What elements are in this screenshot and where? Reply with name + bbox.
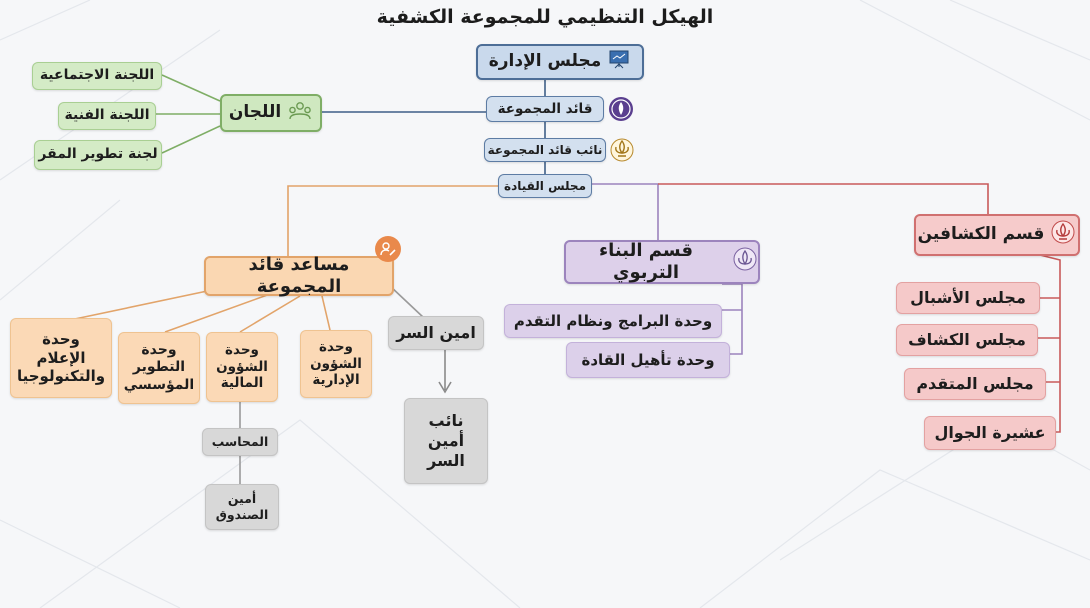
secretary-arrow-line bbox=[438, 350, 452, 394]
media-tech-node[interactable]: وحدة الإعلام والتكنولوجيا bbox=[10, 318, 112, 398]
social-committee-node[interactable]: اللجنة الاجتماعية bbox=[32, 62, 162, 90]
development-node[interactable]: وحدة التطوير المؤسسي bbox=[118, 332, 200, 404]
hq-committee-node[interactable]: لجنة تطوير المقر bbox=[34, 140, 162, 170]
page-title: الهيكل التنظيمي للمجموعة الكشفية bbox=[376, 6, 714, 28]
advanced-council-node[interactable]: مجلس المتقدم bbox=[904, 368, 1046, 400]
leaders-unit-node[interactable]: وحدة تأهيل القادة bbox=[566, 342, 730, 378]
technical-committee-node[interactable]: اللجنة الفنية bbox=[58, 102, 156, 130]
education-branch-line bbox=[592, 183, 659, 240]
programs-unit-node[interactable]: وحدة البرامج ونظام التقدم bbox=[504, 304, 722, 338]
cubs-council-node[interactable]: مجلس الأشبال bbox=[896, 282, 1040, 314]
scouts-branch-line bbox=[658, 183, 989, 214]
scouts-council-node[interactable]: مجلس الكشاف bbox=[896, 324, 1038, 356]
education-children-lines bbox=[722, 283, 743, 355]
rovers-node[interactable]: عشيرة الجوال bbox=[924, 416, 1056, 450]
secretary-node[interactable]: امين السر bbox=[388, 316, 484, 350]
admin-affairs-node[interactable]: وحدة الشؤون الإدارية bbox=[300, 330, 372, 398]
education-dept-node[interactable]: قسم البناء التربوي bbox=[564, 240, 760, 284]
person-edit-icon bbox=[375, 236, 401, 262]
leadership-council-node[interactable]: مجلس القيادة bbox=[498, 174, 592, 198]
group-leader-node[interactable]: قائد المجموعة bbox=[486, 96, 604, 122]
committees-branch-lines bbox=[155, 74, 221, 154]
fleur-de-lis-icon bbox=[1050, 219, 1076, 251]
secretary-line bbox=[389, 285, 425, 319]
scout-emblem-icon bbox=[608, 96, 634, 126]
scouts-dept-node[interactable]: قسم الكشافين bbox=[914, 214, 1080, 256]
scout-emblem-icon bbox=[732, 246, 758, 279]
assistant-children-lines bbox=[69, 281, 331, 333]
board-node[interactable]: مجلس الإدارة bbox=[476, 44, 644, 80]
assistant-branch-line bbox=[287, 185, 498, 256]
fleur-de-lis-icon bbox=[610, 137, 634, 167]
presentation-board-icon bbox=[607, 49, 631, 75]
team-meeting-icon bbox=[287, 99, 313, 127]
deputy-secretary-node[interactable]: نائب أمين السر bbox=[404, 398, 488, 484]
deputy-leader-node[interactable]: نائب قائد المجموعة bbox=[484, 138, 606, 162]
accountant-node[interactable]: المحاسب bbox=[202, 428, 278, 456]
assistant-leader-node[interactable]: مساعد قائد المجموعة bbox=[204, 254, 394, 297]
scouts-children-lines bbox=[1038, 254, 1061, 433]
committees-node[interactable]: اللجان bbox=[220, 94, 322, 132]
treasurer-node[interactable]: أمين الصندوق bbox=[205, 484, 279, 530]
finance-affairs-node[interactable]: وحدة الشؤون المالية bbox=[206, 332, 278, 402]
